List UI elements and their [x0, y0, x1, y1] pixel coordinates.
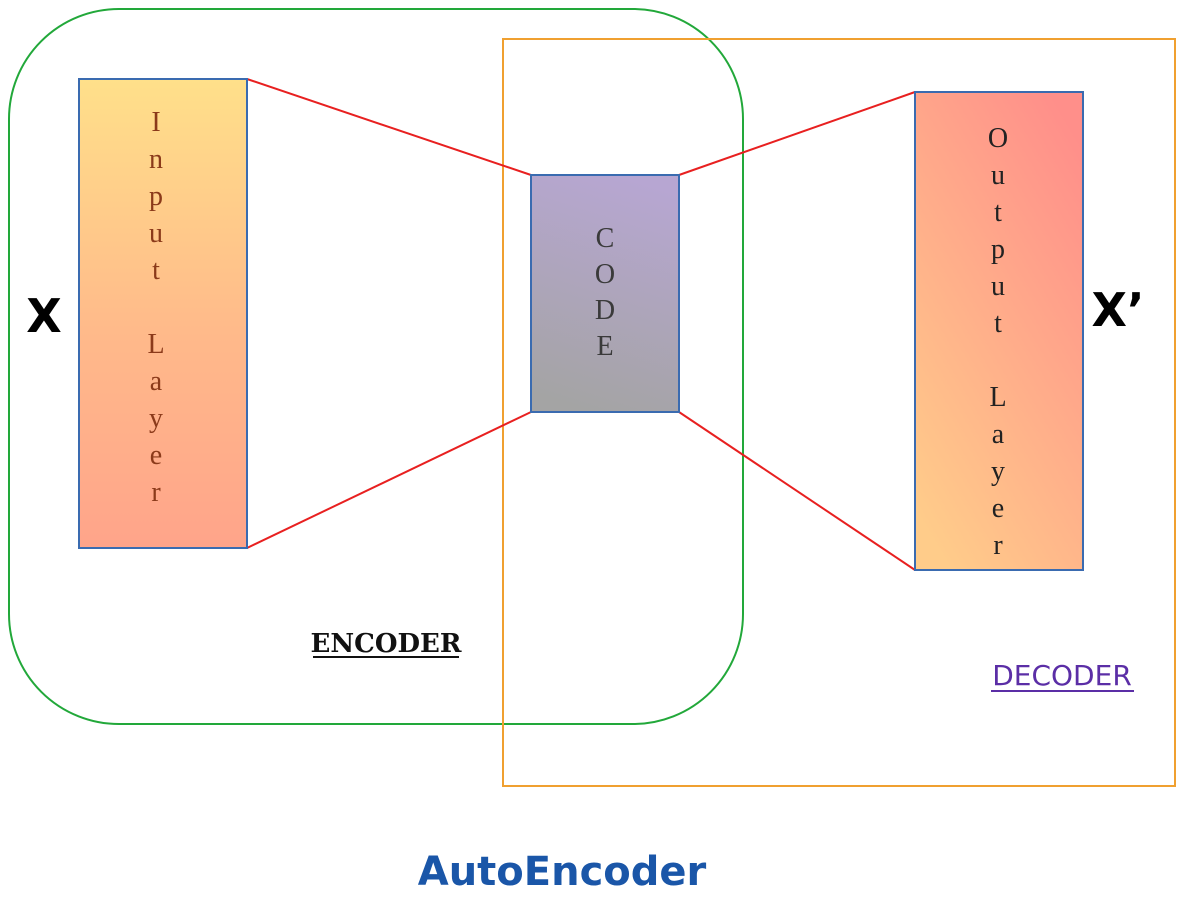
code-label: C O D E — [595, 223, 615, 362]
output-letter: a — [992, 419, 1005, 450]
input-letter: L — [147, 329, 164, 360]
input-letter: a — [150, 366, 163, 397]
output-letter: t — [994, 197, 1002, 228]
connector-input-bottom — [246, 411, 532, 549]
connector-lines — [246, 78, 916, 571]
output-letter: u — [991, 271, 1005, 302]
output-letter: e — [992, 493, 1004, 524]
output-layer-label: O u t p u t L a y e r — [988, 123, 1008, 561]
connector-output-top — [678, 91, 916, 176]
connector-output-bottom — [678, 411, 916, 571]
input-layer-label: I n p u t L a y e r — [147, 107, 164, 508]
input-letter: u — [149, 218, 163, 249]
input-letter: I — [151, 107, 160, 138]
code-letter: C — [596, 223, 615, 254]
output-symbol: X’ — [1092, 283, 1145, 337]
input-letter: y — [149, 403, 163, 434]
connector-input-top — [246, 78, 532, 176]
input-letter: r — [151, 477, 161, 508]
code-letter: O — [595, 259, 615, 290]
output-letter: L — [989, 382, 1006, 413]
output-letter: y — [991, 456, 1005, 487]
output-letter: u — [991, 160, 1005, 191]
output-letter: r — [993, 530, 1003, 561]
code-letter: E — [596, 331, 613, 362]
input-letter: t — [152, 255, 160, 286]
decoder-region — [502, 38, 1176, 787]
output-letter: O — [988, 123, 1008, 154]
input-letter: e — [150, 440, 162, 471]
output-letter: t — [994, 308, 1002, 339]
code-box — [530, 174, 680, 413]
diagram-title: AutoEncoder — [418, 849, 707, 895]
output-letter: p — [991, 234, 1005, 265]
encoder-region — [8, 8, 744, 725]
encoder-label: ENCODER — [311, 629, 462, 659]
input-letter: p — [149, 181, 163, 212]
input-symbol: X — [26, 289, 61, 343]
decoder-label: DECODER — [992, 659, 1132, 692]
code-letter: D — [595, 295, 615, 326]
output-layer-box — [914, 91, 1084, 571]
input-layer-box — [78, 78, 248, 549]
input-letter: n — [149, 144, 163, 175]
